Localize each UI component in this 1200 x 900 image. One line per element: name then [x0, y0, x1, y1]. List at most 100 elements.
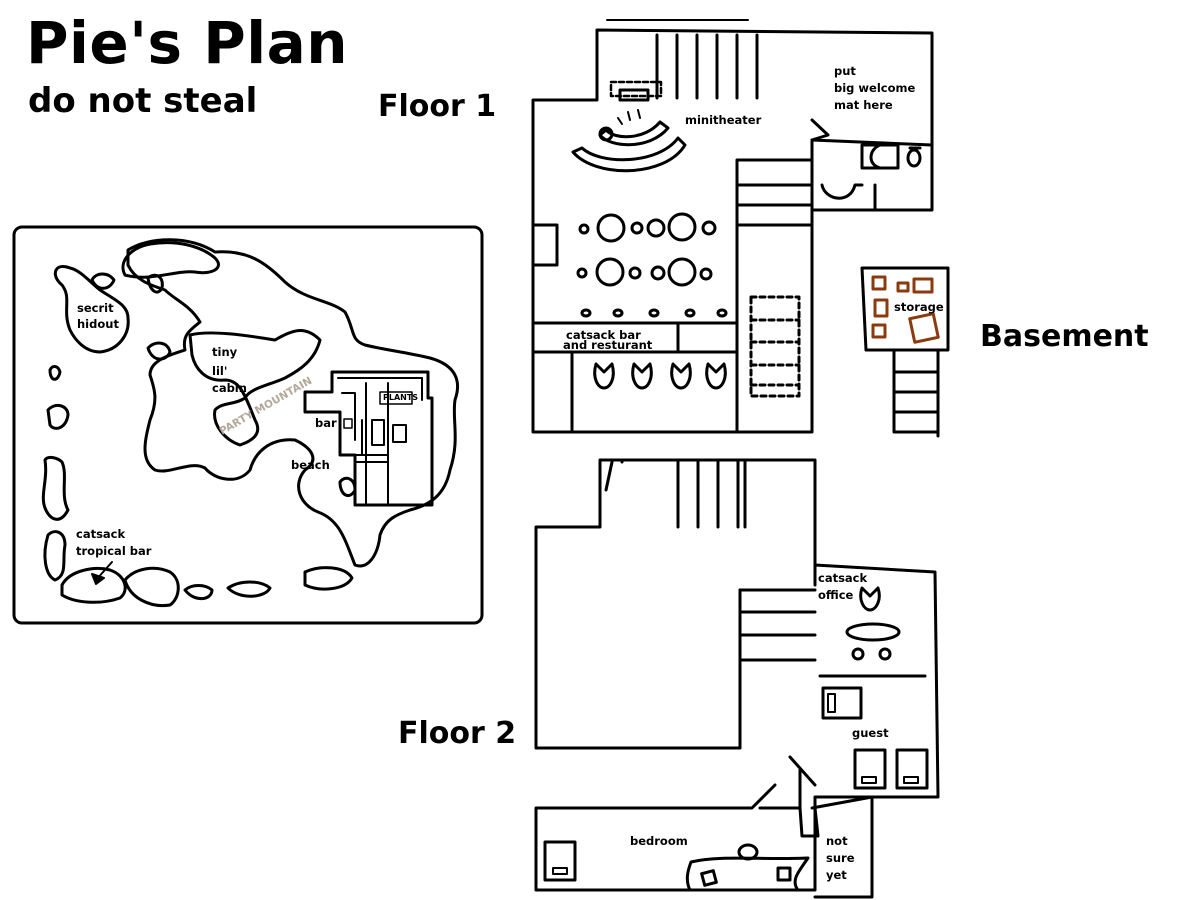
- cat-icon: [343, 418, 353, 429]
- stool: [576, 267, 588, 279]
- main-island: [126, 238, 460, 568]
- projector: [609, 80, 663, 98]
- entrance-stairs: [655, 33, 759, 100]
- guest-pillow: [903, 776, 919, 784]
- tropical-bar-island: [60, 567, 127, 604]
- office-desk: [845, 622, 901, 642]
- welcome-mat-label: put big welcome mat here: [834, 64, 919, 112]
- table: [595, 257, 625, 287]
- inner-wall: [735, 158, 814, 434]
- bar-stool: [612, 308, 624, 318]
- cabin-region: [188, 329, 322, 447]
- cat-icon: [705, 362, 727, 390]
- bedroom-bed: [543, 840, 577, 882]
- guest-bed: [895, 748, 929, 790]
- bar-label: bar: [315, 416, 337, 430]
- bedroom-table: [737, 843, 759, 861]
- office-chair: [878, 647, 892, 661]
- floor-2-stairs-top: [676, 458, 747, 529]
- cat-icon: [859, 586, 881, 612]
- guest-bed: [853, 748, 887, 790]
- islet: [41, 455, 70, 521]
- island-map: [12, 225, 484, 625]
- storage-box: [871, 275, 887, 291]
- table: [596, 213, 626, 243]
- projector-beam: [617, 109, 641, 125]
- office-label: catsack office: [818, 571, 871, 602]
- bedroom-couch: [685, 856, 810, 892]
- islet: [46, 403, 70, 430]
- couch-cushion: [700, 869, 718, 887]
- table: [667, 212, 697, 242]
- basement-plan: [860, 266, 950, 438]
- stool: [650, 265, 666, 281]
- page-subtitle: do not steal: [28, 81, 258, 121]
- islet: [338, 476, 357, 498]
- floor-2-heading: Floor 2: [398, 716, 517, 751]
- guest-dresser-drawer: [827, 693, 836, 713]
- couch-cushion: [776, 866, 792, 882]
- plants-label: PLANTS: [383, 393, 418, 402]
- door: [810, 118, 830, 142]
- table: [667, 257, 697, 287]
- beach-label: beach: [291, 458, 330, 472]
- islet: [226, 580, 272, 598]
- door-arc: [820, 183, 864, 200]
- map-frame: [12, 225, 484, 625]
- stool: [701, 220, 717, 236]
- islet: [123, 566, 180, 608]
- bar-restaurant-label: catsack bar and resturant: [563, 328, 653, 352]
- secret-hideout-island: [53, 265, 130, 354]
- guest-pillow: [861, 776, 877, 784]
- north-islet: [121, 241, 220, 279]
- islet: [146, 341, 172, 361]
- theater-seats: [571, 136, 687, 173]
- tropical-bar-label: catsack tropical bar: [76, 527, 152, 558]
- theater-seats: [598, 120, 670, 147]
- basement-stairs: [892, 348, 940, 438]
- bar-stool: [716, 308, 728, 318]
- door: [604, 460, 624, 492]
- storage-box: [908, 312, 940, 344]
- stool: [699, 267, 713, 281]
- door: [788, 755, 817, 787]
- stool: [630, 221, 644, 235]
- cat-icon: [631, 362, 653, 390]
- not-sure-label: not sure yet: [826, 834, 859, 882]
- guest-label: guest: [852, 726, 889, 740]
- arrow-icon: [91, 561, 113, 585]
- storage-box: [871, 323, 887, 339]
- basement-room: [860, 266, 950, 352]
- lamp: [798, 806, 820, 838]
- minitheater-label: minitheater: [685, 113, 762, 127]
- theater-seat: [598, 126, 614, 142]
- storage-boxes: [871, 275, 940, 344]
- islet: [90, 272, 116, 290]
- islet: [43, 530, 67, 582]
- islet: [303, 566, 354, 591]
- resort-rooms: [337, 377, 423, 506]
- bathtub: [860, 143, 900, 170]
- window: [531, 223, 559, 267]
- bar-counter: [531, 321, 739, 434]
- bar-stool: [648, 308, 660, 318]
- bedroom-pillow: [552, 867, 568, 875]
- islet: [183, 584, 214, 601]
- projector-lens: [618, 88, 650, 102]
- storage-box: [912, 277, 934, 294]
- stairs-down: [749, 295, 801, 398]
- resort-building: [303, 370, 434, 507]
- floor-1-plan: [531, 19, 934, 434]
- islet: [146, 273, 164, 294]
- toilet: [906, 148, 922, 168]
- stool: [628, 266, 642, 280]
- floor-1-heading: Floor 1: [378, 89, 497, 124]
- floor-2-outer-wall: [534, 458, 940, 822]
- page-title: Pie's Plan: [26, 9, 349, 77]
- basement-heading: Basement: [980, 319, 1149, 354]
- storage-label: storage: [894, 300, 944, 314]
- plants-sign: [379, 391, 413, 405]
- floor-2-plan: [534, 458, 940, 899]
- stool: [578, 223, 590, 235]
